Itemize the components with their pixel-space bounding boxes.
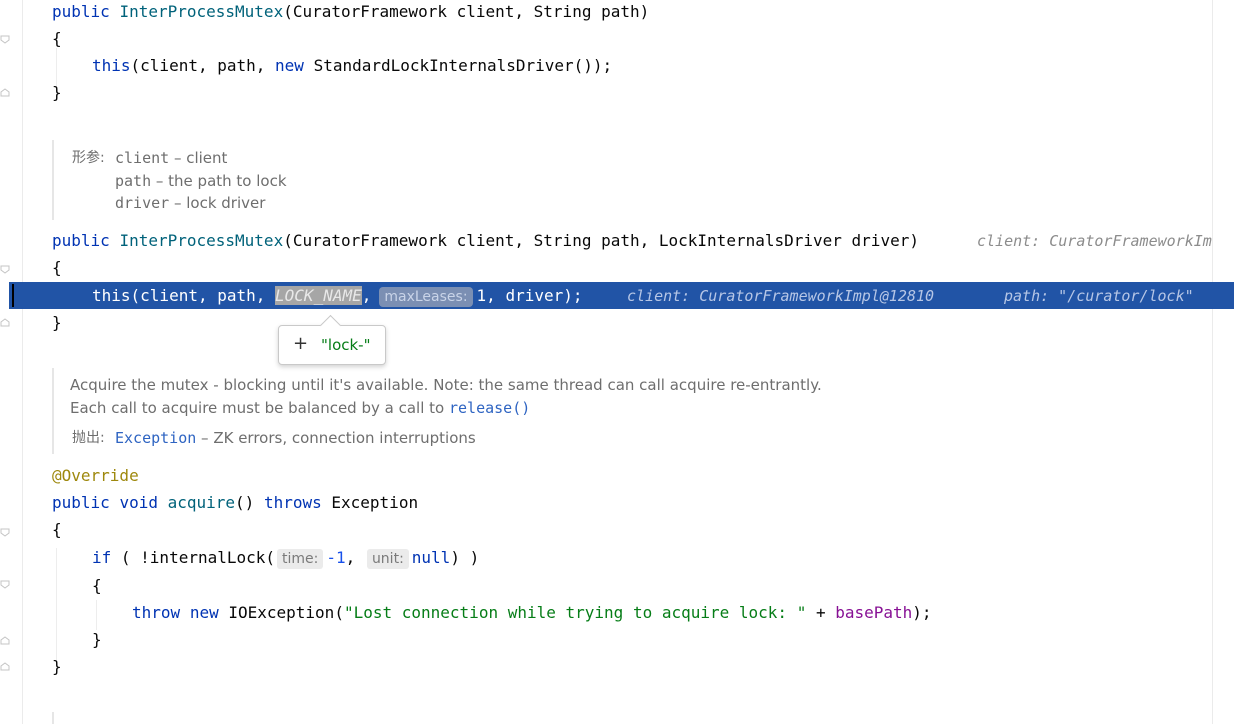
- keyword: new: [275, 56, 304, 75]
- parameter-list: (CuratorFramework client, String path): [283, 2, 650, 21]
- call-args: 1, driver);: [476, 286, 583, 305]
- code-line[interactable]: {: [0, 256, 62, 280]
- param-desc: – client: [169, 149, 228, 167]
- code-line[interactable]: throw new IOException("Lost connection w…: [0, 601, 932, 625]
- parameter-list: (CuratorFramework client, String path, L…: [283, 231, 919, 250]
- condition: ( !internalLock(: [111, 548, 276, 567]
- right-margin-guide: [1212, 0, 1213, 724]
- doc-block-edge: [52, 712, 54, 724]
- close-brace: }: [52, 657, 62, 676]
- code-line[interactable]: this(client, path, new StandardLockInter…: [0, 54, 612, 78]
- indent-guide: [96, 600, 97, 630]
- doc-text: Acquire the mutex - blocking until it's …: [70, 376, 822, 394]
- code-line[interactable]: public void acquire() throws Exception: [0, 491, 418, 515]
- debug-inlay-value: client: CuratorFrameworkImpl@12810: [627, 287, 935, 305]
- code-line[interactable]: }: [0, 311, 62, 335]
- number-literal: -1: [326, 548, 346, 567]
- call-args: StandardLockInternalsDriver());: [303, 56, 613, 75]
- keyword: public: [52, 231, 110, 250]
- method-name: acquire: [167, 493, 236, 512]
- keyword: this: [92, 56, 131, 75]
- open-brace: {: [52, 258, 62, 277]
- text-caret: [12, 284, 14, 307]
- code-line[interactable]: }: [0, 628, 102, 652]
- expand-plus-icon[interactable]: +: [293, 333, 309, 354]
- comma: ,: [345, 548, 356, 567]
- tooltip-arrow: [319, 314, 342, 337]
- indent-guide: [56, 548, 57, 660]
- keyword: public: [52, 493, 110, 512]
- param-name: path: [115, 172, 152, 190]
- open-brace: {: [92, 576, 102, 595]
- param-name: client: [115, 149, 170, 167]
- keyword: throw: [132, 603, 181, 622]
- fold-marker-icon[interactable]: [0, 265, 10, 274]
- code-line[interactable]: {: [0, 518, 62, 542]
- indent-guide: [56, 48, 57, 86]
- fold-marker-icon[interactable]: [0, 528, 10, 537]
- parameter-hint: maxLeases:: [379, 287, 473, 307]
- code-line[interactable]: public InterProcessMutex(CuratorFramewor…: [0, 229, 1212, 253]
- condition: ) ): [450, 548, 480, 567]
- throws-label: 抛出:: [72, 430, 105, 446]
- statement-end: );: [912, 603, 932, 622]
- comma: ,: [361, 286, 372, 305]
- class-name: IOException(: [218, 603, 344, 622]
- selected-constant[interactable]: LOCK_NAME: [275, 286, 362, 305]
- open-brace: {: [52, 520, 62, 539]
- parameter-hint: unit:: [366, 549, 409, 569]
- code-line[interactable]: }: [0, 81, 62, 105]
- code-line[interactable]: {: [0, 27, 62, 51]
- debug-inlay-value: client: CuratorFrameworkIm: [977, 232, 1212, 250]
- code-line[interactable]: @Override: [0, 464, 139, 488]
- param-desc: – the path to lock: [151, 172, 287, 190]
- doc-link-exception[interactable]: Exception: [115, 429, 197, 447]
- code-line[interactable]: public InterProcessMutex(CuratorFramewor…: [0, 0, 649, 24]
- javadoc-render-acquire: Acquire the mutex - blocking until it's …: [52, 368, 874, 454]
- paren: (): [235, 493, 264, 512]
- keyword: null: [411, 548, 451, 567]
- fold-marker-icon[interactable]: [0, 318, 10, 327]
- execution-point-line[interactable]: this(client, path, LOCK_NAME, maxLeases:1…: [9, 282, 1234, 309]
- fold-marker-icon[interactable]: [0, 636, 10, 645]
- doc-text: – ZK errors, connection interruptions: [196, 429, 476, 447]
- gutter-separator: [22, 0, 23, 724]
- method-name: InterProcessMutex: [119, 2, 284, 21]
- keyword: if: [92, 548, 112, 567]
- parameter-hint: time:: [277, 549, 324, 569]
- keyword: void: [119, 493, 158, 512]
- tooltip-value: "lock-": [321, 336, 371, 354]
- fold-marker-icon[interactable]: [0, 88, 10, 97]
- doc-link-release[interactable]: release(): [448, 399, 531, 417]
- operator: +: [806, 603, 836, 622]
- exception-type: Exception: [321, 493, 419, 512]
- value-tooltip-popup[interactable]: + "lock-": [278, 314, 386, 365]
- open-brace: {: [52, 29, 62, 48]
- keyword: throws: [263, 493, 322, 512]
- code-line[interactable]: }: [0, 655, 62, 679]
- annotation: @Override: [52, 466, 139, 485]
- keyword: public: [52, 2, 110, 21]
- code-line[interactable]: if ( !internalLock(time:-1, unit:null) ): [0, 546, 479, 570]
- field-reference: basePath: [835, 603, 913, 622]
- javadoc-render-params: 形参: client – client path – the path to l…: [52, 140, 454, 220]
- keyword: new: [189, 603, 219, 622]
- param-desc: – lock driver: [169, 194, 266, 212]
- fold-marker-icon[interactable]: [0, 35, 10, 44]
- debug-inlay-value: path: "/curator/lock": [1004, 287, 1194, 305]
- method-name: InterProcessMutex: [119, 231, 284, 250]
- close-brace: }: [92, 630, 102, 649]
- doc-text: Each call to acquire must be balanced by…: [70, 399, 449, 417]
- close-brace: }: [52, 83, 62, 102]
- close-brace: }: [52, 313, 62, 332]
- fold-marker-icon[interactable]: [0, 580, 10, 589]
- string-literal: "Lost connection while trying to acquire…: [343, 603, 807, 622]
- code-line[interactable]: {: [0, 574, 102, 598]
- params-label: 形参:: [72, 150, 105, 166]
- call-args: (client, path,: [130, 56, 276, 75]
- fold-marker-icon[interactable]: [0, 662, 10, 671]
- param-name: driver: [115, 194, 170, 212]
- call-args: this(client, path,: [92, 286, 276, 305]
